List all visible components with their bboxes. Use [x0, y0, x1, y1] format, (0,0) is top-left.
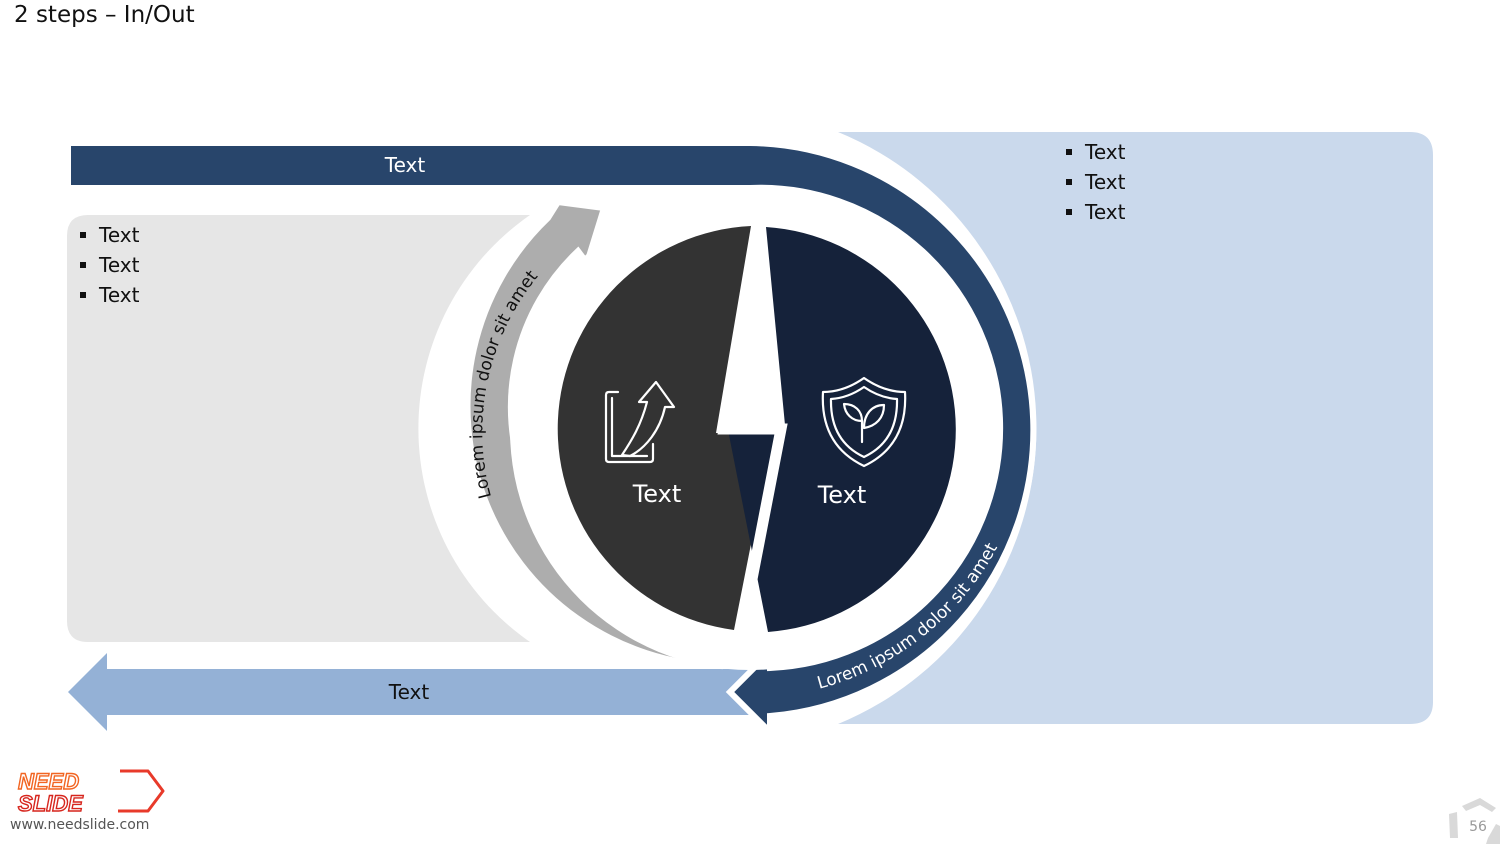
circle-right-half — [727, 227, 956, 632]
slide-title: 2 steps – In/Out — [14, 2, 195, 28]
logo-line2: SLIDE — [18, 791, 84, 816]
list-item: Text — [80, 220, 139, 250]
export-arrow-icon — [604, 380, 676, 464]
circle-left-label: Text — [632, 480, 682, 508]
circle-right-label: Text — [817, 481, 867, 509]
page-number-badge-icon — [1449, 798, 1500, 844]
right-panel — [838, 132, 1433, 724]
eco-shield-icon — [821, 376, 907, 468]
outer-arc-arrow — [65, 140, 1037, 740]
top-arrow-label: Text — [384, 153, 426, 177]
bottom-arrow — [68, 653, 770, 731]
right-bullet-list: Text Text Text — [1066, 137, 1125, 227]
footer-url: www.needslide.com — [10, 817, 150, 833]
circle-left-half — [557, 226, 773, 630]
page-number: 56 — [1469, 819, 1487, 835]
left-panel — [67, 215, 530, 642]
logo-line1: NEED — [18, 769, 79, 794]
list-item: Text — [1066, 137, 1125, 167]
list-item: Text — [80, 280, 139, 310]
list-item: Text — [1066, 167, 1125, 197]
list-item: Text — [1066, 197, 1125, 227]
needslide-logo: NEED SLIDE — [17, 768, 165, 817]
bottom-arrow-label: Text — [388, 680, 430, 704]
left-bullet-list: Text Text Text — [80, 220, 139, 310]
list-item: Text — [80, 250, 139, 280]
